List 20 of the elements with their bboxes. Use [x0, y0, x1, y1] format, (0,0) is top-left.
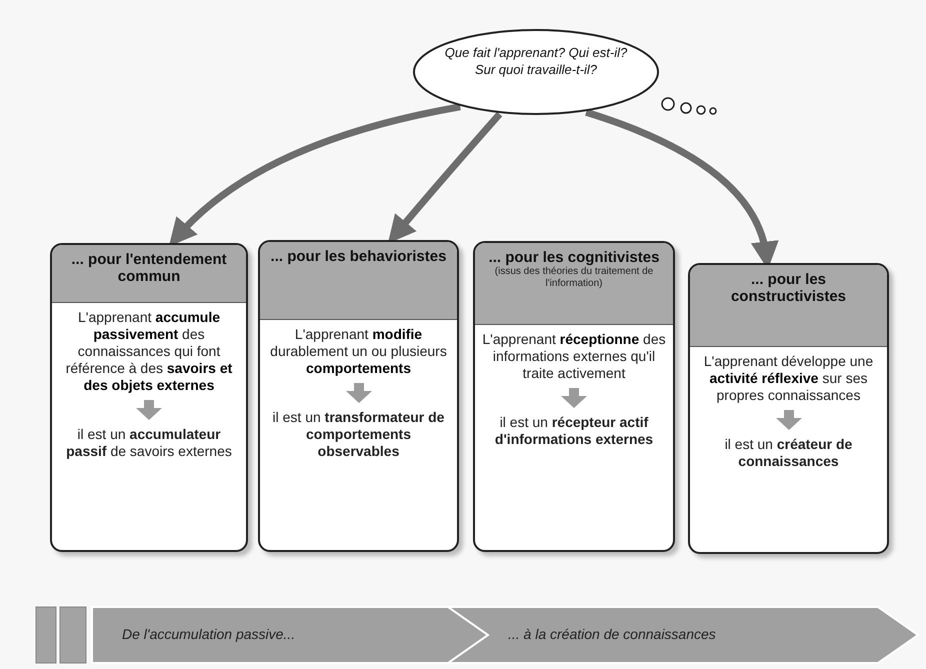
card-description: L'apprenant réceptionne des informations externes qu'il traite activement — [481, 331, 667, 382]
card-title: ... pour les constructivistes — [730, 271, 848, 305]
learner-card — [688, 263, 889, 554]
bubble-text: Que fait l'apprenant? Qui est-il? Sur quoi travaille-t-il? — [444, 44, 628, 78]
card-subtitle: (issus des théories du traitement de l'information) — [494, 266, 654, 290]
card-conclusion: il est un transformateur de comportements observables — [272, 409, 446, 460]
learner-card — [50, 243, 248, 552]
learner-card — [473, 241, 675, 552]
card-title: ... pour les behavioristes — [270, 248, 446, 265]
card-description: L'apprenant modifie durablement un ou plusieurs comportements — [269, 326, 448, 377]
card-conclusion: il est un récepteur actif d'informations externes — [494, 414, 654, 448]
learner-card — [258, 240, 459, 552]
card-title: ... pour les cognitivistes — [488, 249, 660, 266]
card-conclusion: il est un accumulateur passif de savoirs externes — [65, 426, 233, 460]
arrow-label: De l'accumulation passive... — [122, 626, 296, 642]
card-description: L'apprenant accumule passivement des connaissances qui font référence à des savoirs et des objets externes — [64, 309, 234, 394]
card-title: ... pour l'entendement commun — [70, 251, 228, 285]
card-description: L'apprenant développe une activité réflexive sur ses propres connaissances — [702, 353, 874, 404]
arrow-label: ... à la création de connaissances — [508, 626, 716, 642]
card-conclusion: il est un créateur de connaissances — [724, 436, 854, 470]
